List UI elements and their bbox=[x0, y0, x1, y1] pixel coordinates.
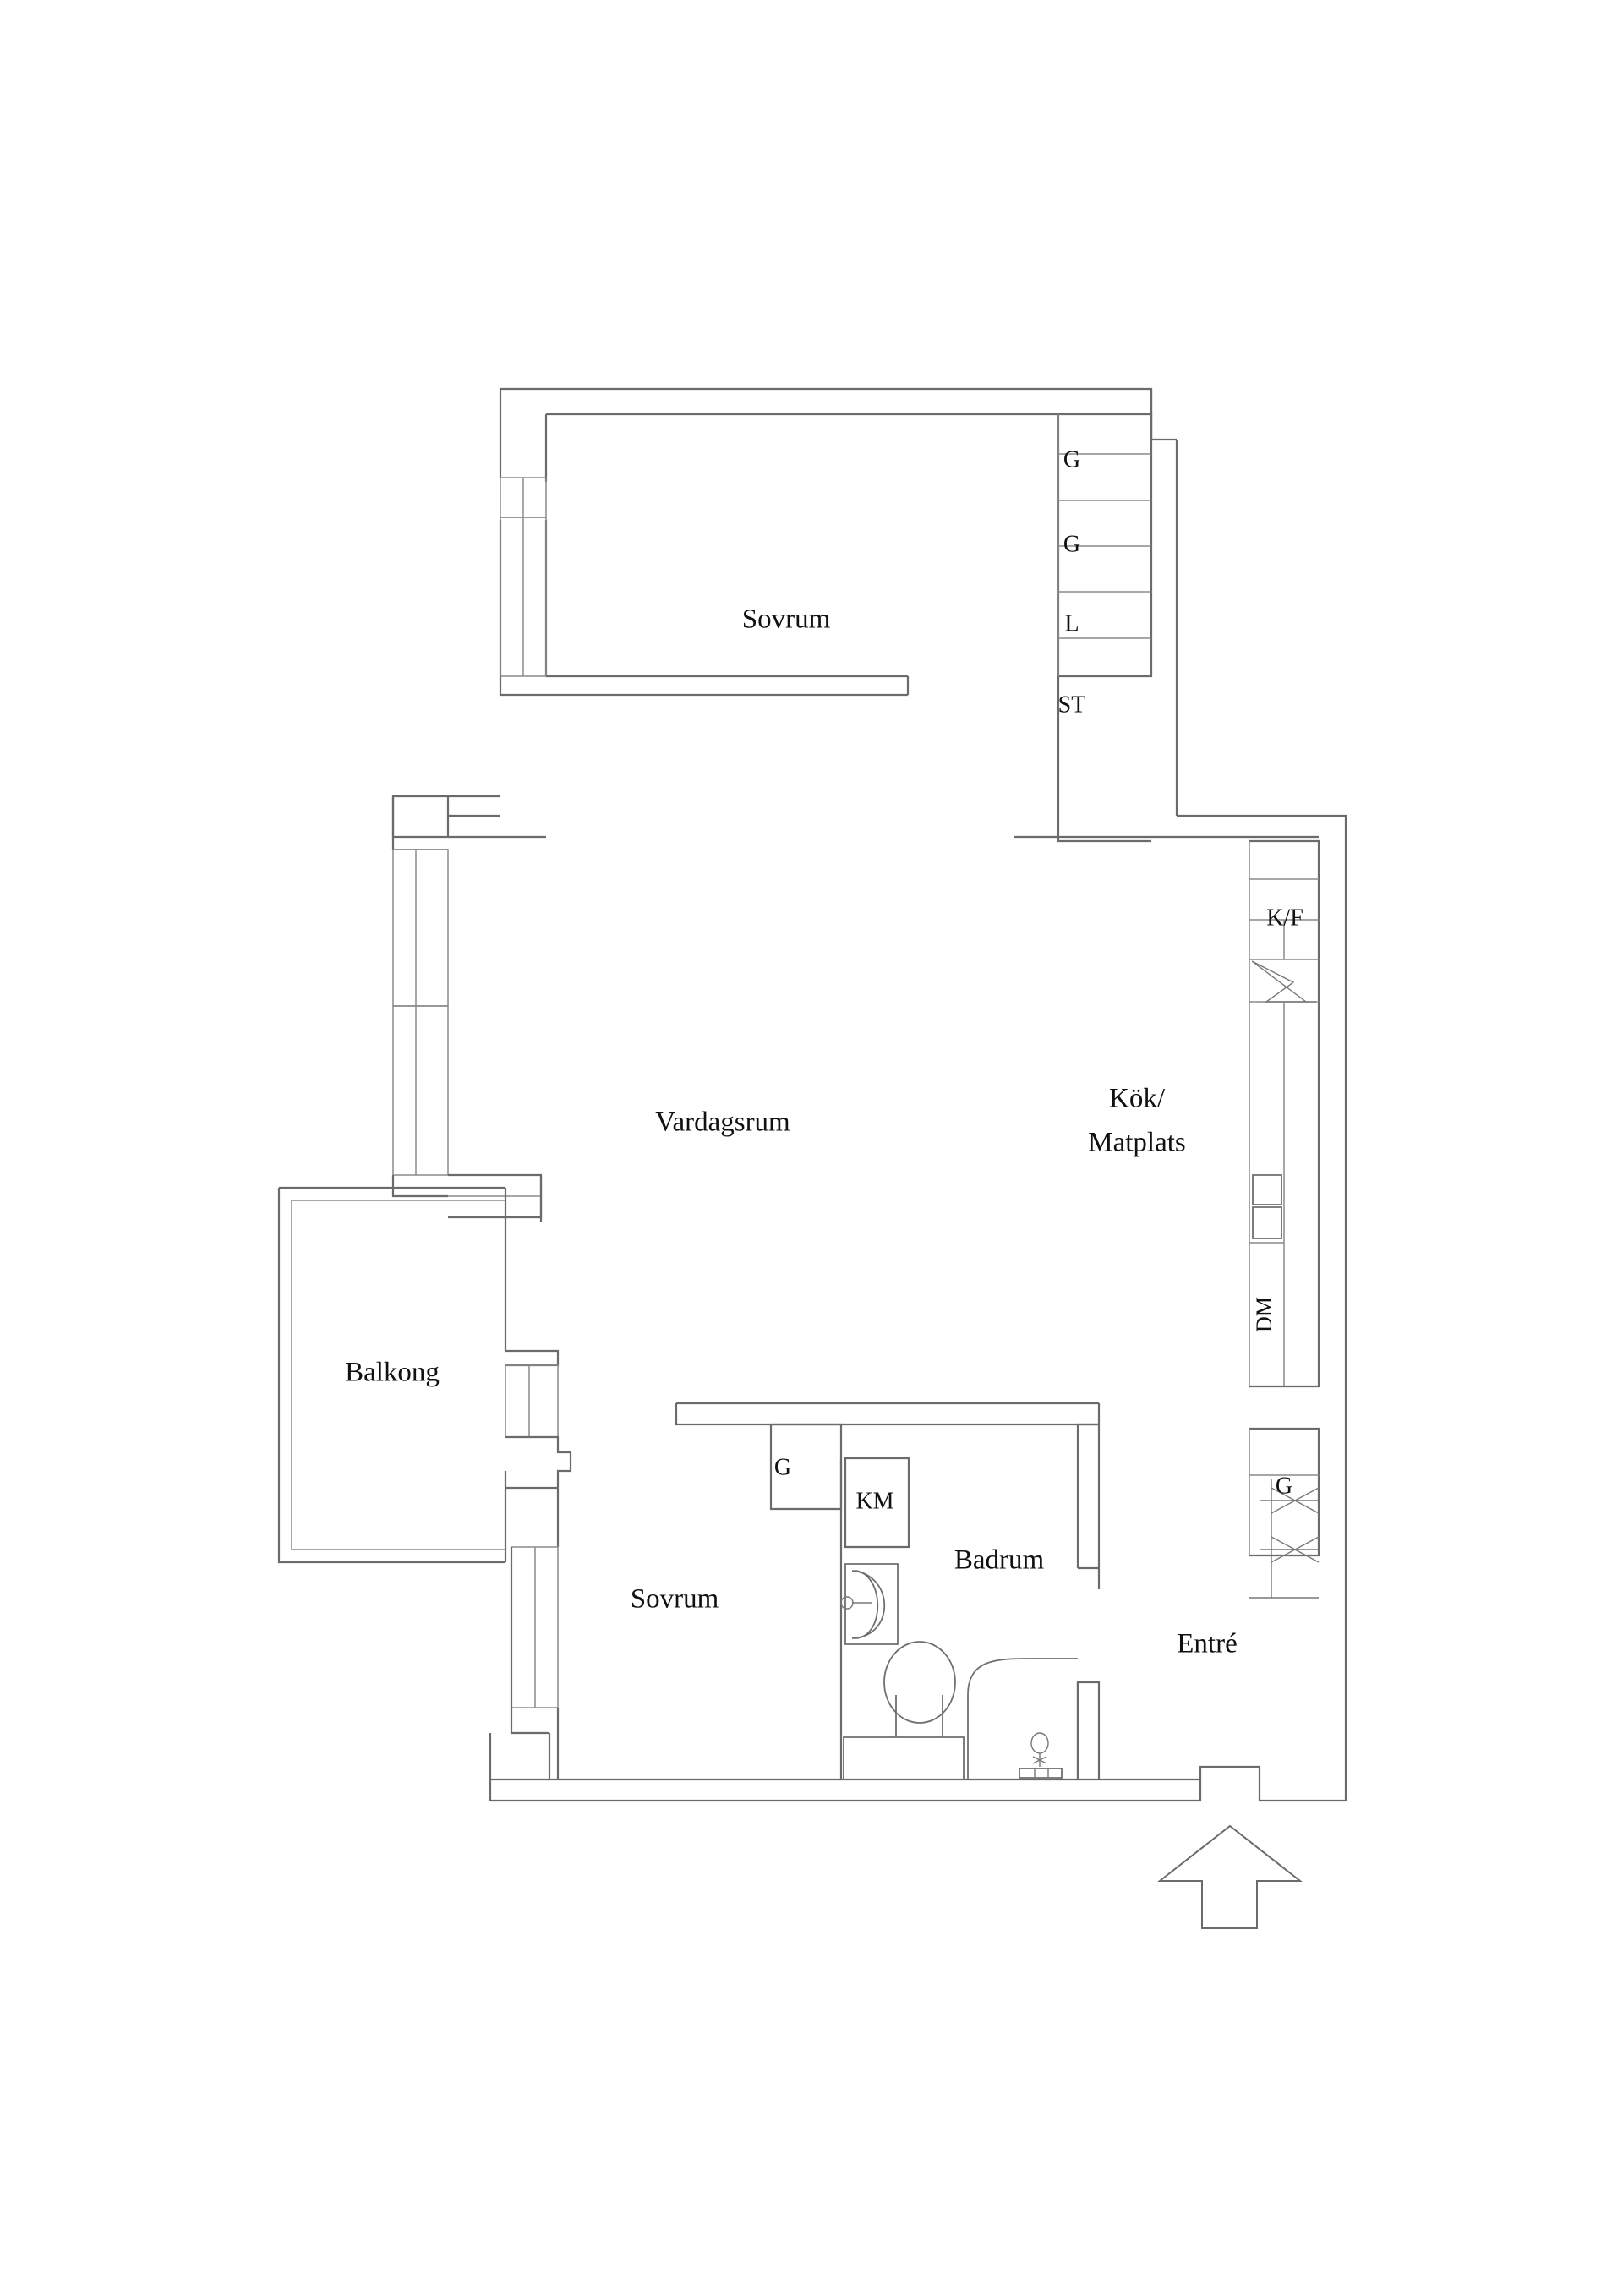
room-label-entre: Entré bbox=[1177, 1629, 1237, 1659]
kitchen-cabinet-run bbox=[1249, 839, 1320, 1388]
closet-label-g-4: G bbox=[1276, 1473, 1292, 1499]
room-label-balkong: Balkong bbox=[345, 1358, 440, 1388]
bedroom-closet-and-bathroom-walls bbox=[675, 1402, 1200, 1781]
closet-label-g-3: G bbox=[774, 1454, 791, 1480]
room-label-kok-line1: Kök/ bbox=[1109, 1084, 1166, 1114]
closet-label-st: ST bbox=[1058, 692, 1086, 718]
room-label-sovrum-bottom: Sovrum bbox=[631, 1584, 719, 1615]
entre-closet-and-rack bbox=[1249, 1427, 1320, 1599]
shower-icon bbox=[1019, 1732, 1063, 1779]
building-envelope bbox=[489, 440, 1347, 1802]
bathroom-fixtures bbox=[840, 1457, 1078, 1780]
room-label-vardagsrum: Vardagsrum bbox=[655, 1107, 790, 1138]
closet-label-km: KM bbox=[855, 1488, 893, 1514]
closet-label-l: L bbox=[1064, 610, 1079, 637]
room-label-sovrum-top: Sovrum bbox=[742, 604, 831, 635]
closet-label-dm: DM bbox=[1252, 1297, 1276, 1332]
room-labels: Sovrum Vardagsrum Kök/ Matplats Balkong … bbox=[345, 604, 1238, 1659]
closet-bank-top bbox=[1057, 389, 1177, 678]
room-outline-balkong bbox=[277, 1186, 572, 1564]
entrance-arrow-icon bbox=[1157, 1824, 1303, 1929]
room-outline-sovrum-top bbox=[499, 387, 1153, 697]
living-room-left-wall bbox=[391, 795, 546, 1222]
closet-label-kf: K/F bbox=[1266, 905, 1303, 931]
room-label-kok-line2: Matplats bbox=[1088, 1128, 1185, 1158]
closet-label-g-2: G bbox=[1063, 531, 1080, 557]
room-outline-sovrum-bottom bbox=[510, 1458, 843, 1781]
closet-label-g-1: G bbox=[1063, 446, 1080, 473]
closet-labels: G G L ST K/F DM G KM G bbox=[774, 446, 1303, 1514]
room-label-badrum: Badrum bbox=[954, 1545, 1045, 1576]
